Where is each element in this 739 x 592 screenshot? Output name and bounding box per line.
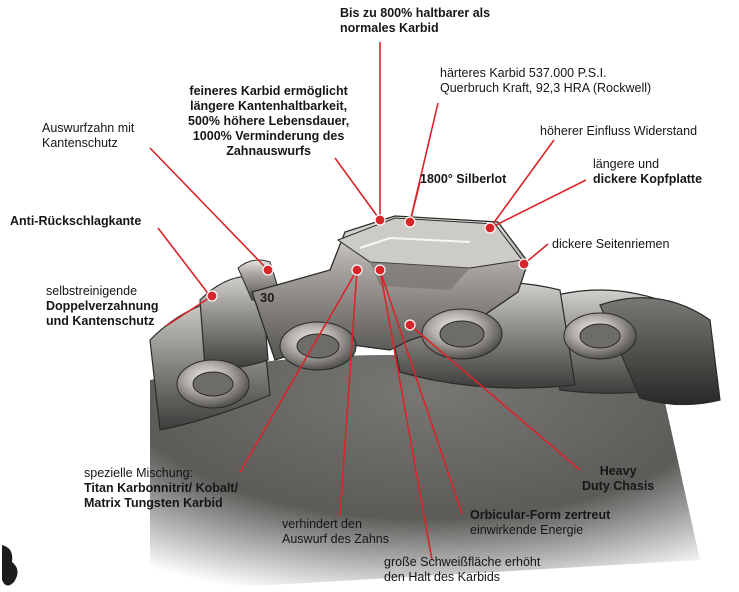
label-top: Bis zu 800% haltbarer als normales Karbi… bbox=[340, 6, 490, 36]
label-finer-carbide: feineres Karbid ermöglicht längere Kante… bbox=[188, 84, 349, 159]
leader-anti-kickback bbox=[158, 228, 210, 296]
label-anti-kickback: Anti-Rückschlagkante bbox=[10, 214, 141, 229]
label-self-cleaning: selbstreinigende Doppelverzahnung und Ka… bbox=[46, 284, 159, 329]
leader-ejection-tooth bbox=[150, 148, 268, 270]
marker-chassis bbox=[405, 320, 415, 330]
label-ejection-tooth: Auswurfzahn mit Kantenschutz bbox=[42, 121, 134, 151]
marker-top bbox=[375, 215, 385, 225]
leader-finer-carbide bbox=[335, 158, 380, 220]
marker-solder bbox=[405, 217, 415, 227]
label-special-mix: spezielle Mischung: Titan Karbonnitrit/ … bbox=[84, 466, 238, 511]
marker-weld bbox=[375, 265, 385, 275]
link-marking: 30 bbox=[260, 290, 274, 305]
leader-top-plate bbox=[490, 180, 586, 228]
label-harder-carbide: härteres Karbid 537.000 P.S.I. Querbruch… bbox=[440, 66, 651, 96]
label-prevents-ejection: verhindert den Auswurf des Zahns bbox=[282, 517, 389, 547]
label-orbicular: Orbicular-Form zertreut einwirkende Ener… bbox=[470, 508, 610, 538]
marker-plate bbox=[485, 223, 495, 233]
label-silver-solder: 1800° Silberlot bbox=[420, 172, 506, 187]
marker-mix bbox=[352, 265, 362, 275]
marker-ejection bbox=[263, 265, 273, 275]
marker-straps bbox=[519, 259, 529, 269]
marker-kickback bbox=[207, 291, 217, 301]
label-higher-influence: höherer Einfluss Widerstand bbox=[540, 124, 697, 139]
label-heavy-duty: Heavy Duty Chasis bbox=[582, 464, 654, 494]
label-weld-surface: große Schweißfläche erhöht den Halt des … bbox=[384, 555, 540, 585]
label-side-straps: dickere Seitenriemen bbox=[552, 237, 669, 252]
corner-mark bbox=[2, 545, 18, 586]
leader-silver-solder bbox=[410, 182, 420, 222]
label-top-plate: längere und dickere Kopfplatte bbox=[593, 157, 702, 187]
